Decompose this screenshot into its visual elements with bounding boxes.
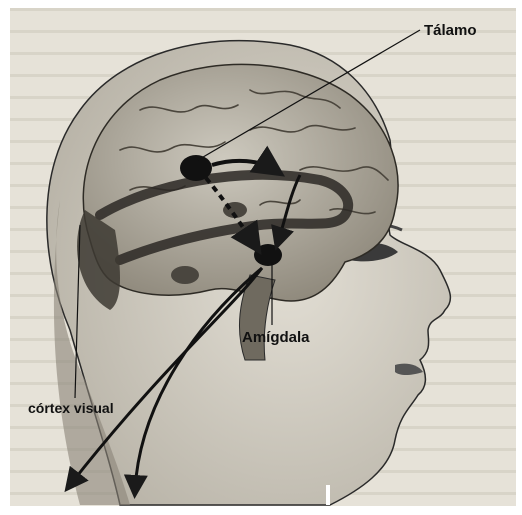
scanned-illustration (10, 8, 516, 506)
page-mark (326, 485, 330, 505)
brain-diagram (10, 8, 516, 506)
hippocampus-left (171, 266, 199, 284)
label-talamo: Tálamo (424, 22, 477, 39)
amygdala (254, 244, 282, 266)
label-cortex-visual: córtex visual (28, 400, 114, 416)
label-amigdala: Amígdala (242, 329, 310, 346)
